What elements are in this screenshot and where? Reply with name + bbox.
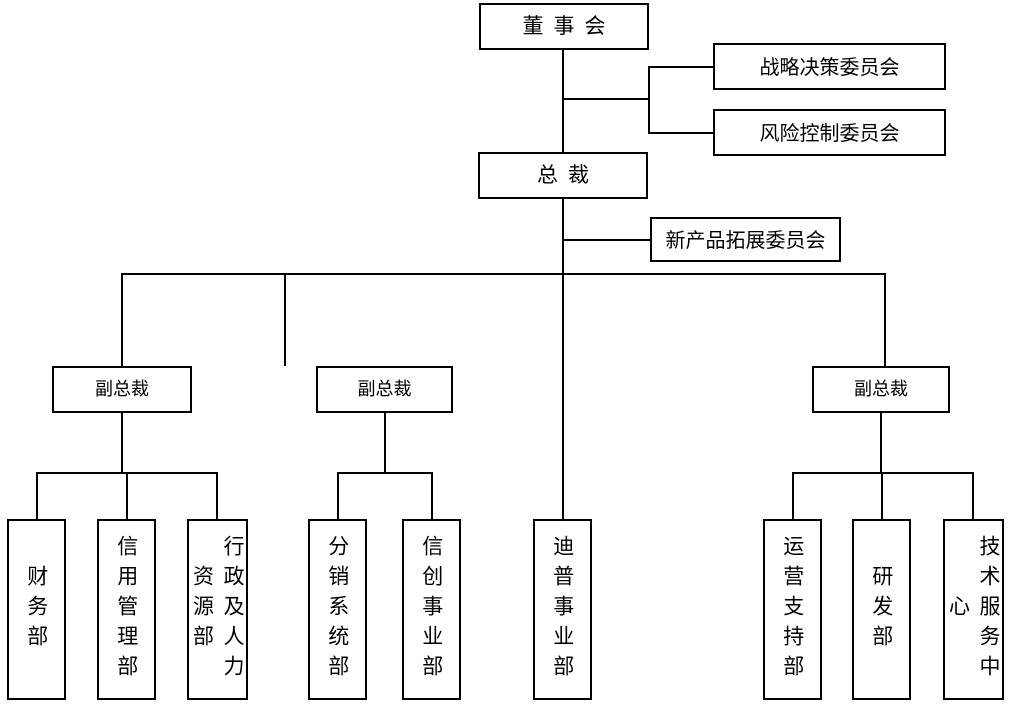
node-dptech-division[interactable]: 迪普事业部	[533, 519, 592, 700]
node-admin-hr-dept-label: 行政及人力资源部	[190, 534, 245, 685]
connector-to-xinchuang-division	[431, 472, 433, 520]
node-credit-mgmt-dept-label: 信用管理部	[114, 534, 139, 685]
connector-to-admin-hr-dept	[216, 472, 218, 520]
node-risk-committee[interactable]: 风险控制委员会	[713, 109, 946, 156]
node-risk-committee-label: 风险控制委员会	[759, 120, 900, 145]
connector-vp-mid-sub-bus	[337, 472, 433, 474]
node-credit-mgmt-dept[interactable]: 信用管理部	[97, 519, 156, 700]
node-xinchuang-division[interactable]: 信创事业部	[402, 519, 461, 700]
connector-to-finance-dept	[36, 472, 38, 520]
node-new-product-committee[interactable]: 新产品拓展委员会	[650, 217, 841, 262]
node-distribution-sys-dept-label: 分销系统部	[325, 534, 350, 685]
node-xinchuang-division-label: 信创事业部	[419, 534, 444, 685]
node-distribution-sys-dept[interactable]: 分销系统部	[308, 519, 367, 700]
node-vp-mid-label: 副总裁	[357, 378, 412, 400]
connector-vp-right-sub-bus	[792, 472, 974, 474]
node-strategy-committee[interactable]: 战略决策委员会	[713, 43, 946, 90]
node-president[interactable]: 总裁	[478, 152, 648, 199]
connector-vp-right-stem	[880, 413, 882, 474]
node-dptech-division-label: 迪普事业部	[550, 534, 575, 685]
node-finance-dept-label: 财务部	[24, 564, 49, 655]
node-board[interactable]: 董事会	[479, 3, 649, 50]
connector-to-rnd-dept	[881, 472, 883, 520]
node-rnd-dept[interactable]: 研发部	[852, 519, 911, 700]
connector-to-strategy-committee	[648, 66, 715, 68]
connector-president-stem	[562, 198, 564, 520]
connector-vp-left-drop	[121, 273, 123, 366]
node-tech-service-center[interactable]: 技术服务中心	[943, 519, 1004, 700]
node-vp-left-label: 副总裁	[95, 378, 149, 400]
node-ops-support-dept-label: 运营支持部	[780, 534, 805, 685]
connector-board-to-committee-bus	[562, 98, 650, 100]
node-ops-support-dept[interactable]: 运营支持部	[763, 519, 822, 700]
node-board-label: 董事会	[522, 14, 616, 38]
node-strategy-committee-label: 战略决策委员会	[759, 54, 900, 79]
node-finance-dept[interactable]: 财务部	[7, 519, 66, 700]
connector-vp-mid-stem	[384, 413, 386, 474]
connector-to-credit-mgmt-dept	[126, 472, 128, 520]
node-rnd-dept-label: 研发部	[869, 564, 894, 655]
connector-vp-mid-drop	[284, 273, 286, 366]
node-admin-hr-dept[interactable]: 行政及人力资源部	[187, 519, 248, 700]
node-tech-service-center-label: 技术服务中心	[946, 534, 1001, 685]
node-vp-right-label: 副总裁	[854, 378, 908, 400]
node-president-label: 总裁	[537, 163, 599, 187]
connector-vp-bus	[121, 273, 886, 275]
connector-to-risk-committee	[648, 132, 715, 134]
connector-board-stem	[562, 50, 564, 152]
connector-to-ops-support-dept	[792, 472, 794, 520]
connector-vp-right-drop	[884, 273, 886, 366]
connector-to-distribution-sys-dept	[337, 472, 339, 520]
node-vp-right[interactable]: 副总裁	[812, 366, 950, 413]
node-vp-left[interactable]: 副总裁	[52, 366, 192, 413]
connector-committee-bus	[648, 66, 650, 134]
node-new-product-committee-label: 新产品拓展委员会	[665, 227, 826, 252]
connector-to-tech-service-center	[972, 472, 974, 520]
connector-to-new-product-committee	[562, 239, 652, 241]
connector-vp-left-stem	[121, 413, 123, 474]
node-vp-mid[interactable]: 副总裁	[316, 366, 453, 413]
